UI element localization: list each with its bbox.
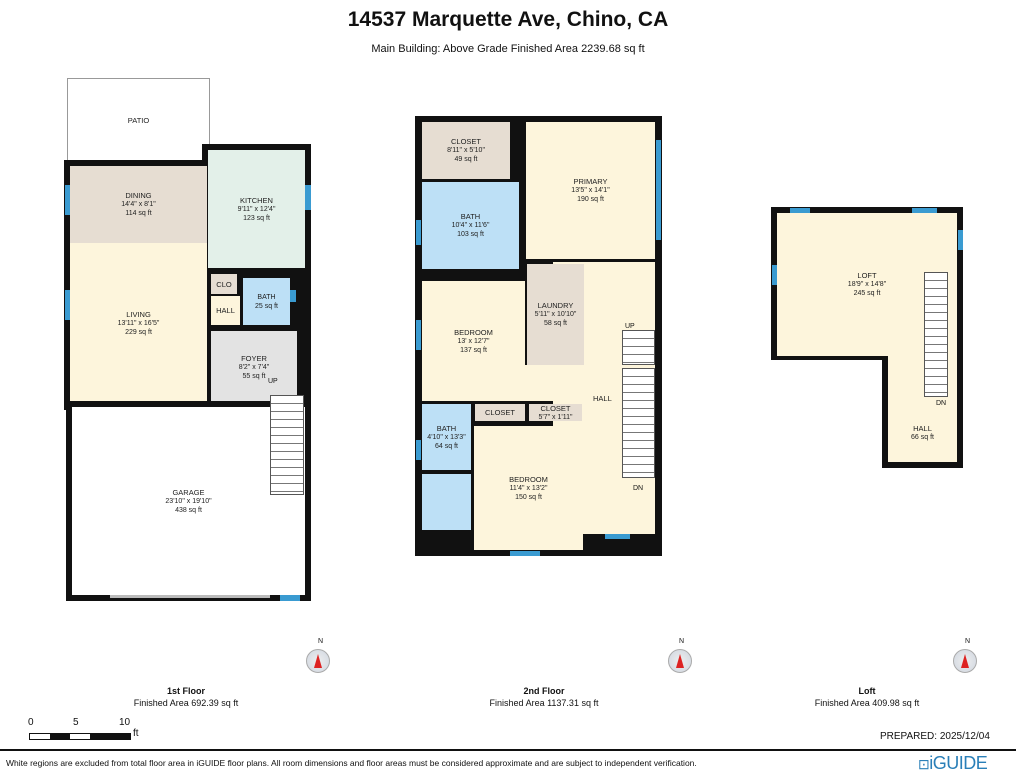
compass-icon [953, 649, 977, 673]
prepared-date: PREPARED: 2025/12/04 [880, 731, 990, 742]
stairs-down-label: DN [936, 400, 947, 407]
stairs-up-label: UP [268, 378, 278, 385]
compass-icon [668, 649, 692, 673]
room-clo: CLO [211, 274, 237, 294]
page-title: 14537 Marquette Ave, Chino, CA [347, 8, 669, 31]
divider [0, 749, 1016, 751]
iguide-logo: ⊡iGUIDE [918, 753, 988, 773]
disclaimer: White regions are excluded from total fl… [6, 758, 697, 768]
room-hall: HALL [211, 296, 240, 325]
stairs-up [622, 330, 655, 365]
stairs-down [924, 272, 948, 397]
room-closet-2: CLOSET [475, 404, 525, 421]
stairs [270, 395, 304, 495]
page-subtitle: Main Building: Above Grade Finished Area… [371, 43, 645, 55]
stairs-down-label: DN [633, 485, 644, 492]
compass-north-label: N [965, 638, 971, 645]
stairs-down [622, 368, 655, 478]
room-patio: PATIO [67, 78, 210, 162]
room-label: PATIO [127, 115, 150, 125]
stairs-up-label: UP [625, 323, 635, 330]
compass-north-label: N [679, 638, 685, 645]
compass-icon [306, 649, 330, 673]
compass-north-label: N [318, 638, 324, 645]
